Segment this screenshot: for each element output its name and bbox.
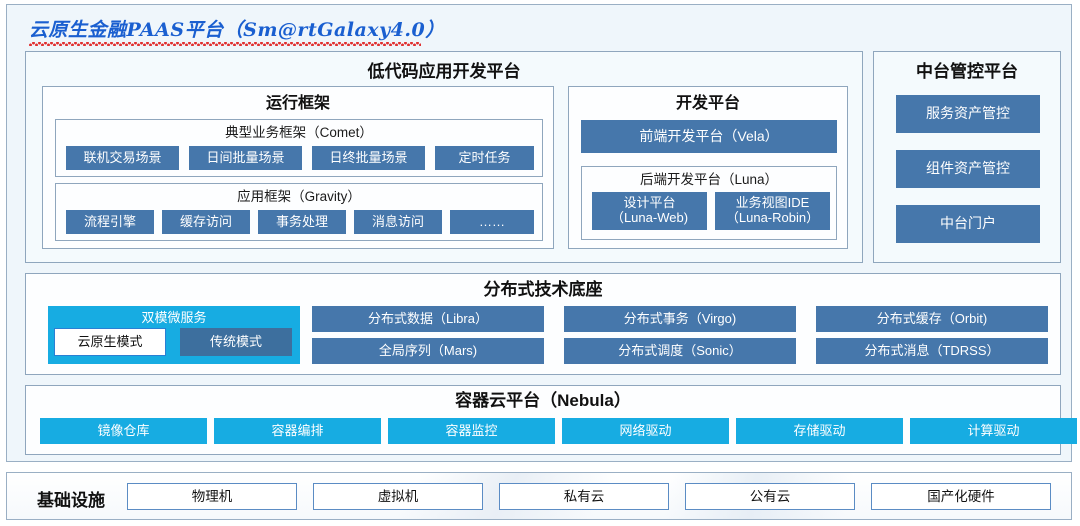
backend-luna-heading: 后端开发平台（Luna） — [639, 172, 779, 187]
chip-compute-driver[interactable]: 计算驱动 — [910, 418, 1077, 444]
chip-network-driver[interactable]: 网络驱动 — [562, 418, 729, 444]
chip-virtual-machine[interactable]: 虚拟机 — [313, 483, 483, 510]
distributed-tech-base-panel: 分布式技术底座 双模微服务 云原生模式 传统模式 分布式数据（Libra） 分布… — [25, 273, 1061, 375]
comet-framework-heading: 典型业务框架（Comet） — [225, 125, 373, 140]
lowcode-platform-heading: 低代码应用开发平台 — [367, 62, 521, 81]
platform-outer-frame: 云原生金融PAAS平台（Sm@rtGalaxy4.0） 低代码应用开发平台 运行… — [6, 4, 1077, 462]
container-cloud-heading: 容器云平台（Nebula） — [455, 391, 631, 410]
chip-cloud-native-mode[interactable]: 云原生模式 — [54, 328, 166, 356]
infrastructure-label: 基础设施 — [37, 491, 105, 510]
runtime-framework-panel: 运行框架 典型业务框架（Comet） 联机交易场景 日间批量场景 日终批量场景 … — [42, 86, 554, 249]
container-cloud-platform-panel: 容器云平台（Nebula） 镜像仓库 容器编排 容器监控 网络驱动 存储驱动 计… — [25, 385, 1077, 455]
chip-frontend-dev-platform-vela[interactable]: 前端开发平台（Vela） — [581, 120, 837, 153]
chip-distributed-cache-orbit[interactable]: 分布式缓存（Orbit) — [816, 306, 1048, 332]
chip-more-ellipsis[interactable]: …… — [450, 210, 534, 234]
gravity-framework-heading: 应用框架（Gravity） — [237, 189, 361, 204]
chip-distributed-message-tdrss[interactable]: 分布式消息（TDRSS） — [816, 338, 1048, 364]
spellcheck-squiggle-underline — [29, 42, 421, 46]
chip-transaction-processing[interactable]: 事务处理 — [258, 210, 346, 234]
chip-global-sequence-mars[interactable]: 全局序列（Mars) — [312, 338, 544, 364]
chip-message-access[interactable]: 消息访问 — [354, 210, 442, 234]
dual-mode-microservice-block: 双模微服务 云原生模式 传统模式 — [48, 306, 300, 364]
chip-private-cloud[interactable]: 私有云 — [499, 483, 669, 510]
chip-cache-access[interactable]: 缓存访问 — [162, 210, 250, 234]
chip-service-asset-control[interactable]: 服务资产管控 — [896, 95, 1040, 133]
chip-distributed-transaction-virgo[interactable]: 分布式事务（Virgo) — [564, 306, 796, 332]
middle-platform-heading: 中台管控平台 — [916, 62, 1018, 81]
development-platform-heading: 开发平台 — [675, 95, 740, 112]
chip-container-monitoring[interactable]: 容器监控 — [388, 418, 555, 444]
chip-daytime-batch[interactable]: 日间批量场景 — [189, 146, 302, 170]
chip-physical-machine[interactable]: 物理机 — [127, 483, 297, 510]
chip-business-view-ide-luna-robin[interactable]: 业务视图IDE （Luna-Robin） — [715, 192, 830, 230]
runtime-framework-heading: 运行框架 — [265, 95, 330, 112]
chip-public-cloud[interactable]: 公有云 — [685, 483, 855, 510]
page-title-text: 云原生金融PAAS平台（Sm@rtGalaxy4.0） — [29, 19, 445, 41]
chip-container-orchestration[interactable]: 容器编排 — [214, 418, 381, 444]
chip-design-platform-luna-web[interactable]: 设计平台 （Luna-Web) — [592, 192, 707, 230]
chip-component-asset-control[interactable]: 组件资产管控 — [896, 150, 1040, 188]
chip-middle-platform-portal[interactable]: 中台门户 — [896, 205, 1040, 243]
dual-mode-microservice-label: 双模微服务 — [141, 310, 207, 325]
chip-eod-batch[interactable]: 日终批量场景 — [312, 146, 425, 170]
chip-traditional-mode[interactable]: 传统模式 — [180, 328, 292, 356]
infrastructure-bar: 基础设施 物理机 虚拟机 私有云 公有云 国产化硬件 — [6, 472, 1072, 520]
distributed-tech-base-heading: 分布式技术底座 — [483, 280, 603, 299]
chip-domestic-hardware[interactable]: 国产化硬件 — [871, 483, 1051, 510]
chip-scheduled-task[interactable]: 定时任务 — [435, 146, 534, 170]
gravity-framework-panel: 应用框架（Gravity） 流程引擎 缓存访问 事务处理 消息访问 …… — [55, 183, 543, 241]
chip-distributed-data-libra[interactable]: 分布式数据（Libra） — [312, 306, 544, 332]
page-title: 云原生金融PAAS平台（Sm@rtGalaxy4.0） — [29, 15, 445, 46]
development-platform-panel: 开发平台 前端开发平台（Vela） 后端开发平台（Luna） 设计平台 （Lun… — [568, 86, 848, 249]
chip-online-transaction[interactable]: 联机交易场景 — [66, 146, 179, 170]
chip-distributed-scheduling-sonic[interactable]: 分布式调度（Sonic） — [564, 338, 796, 364]
lowcode-platform-panel: 低代码应用开发平台 运行框架 典型业务框架（Comet） 联机交易场景 日间批量… — [25, 51, 863, 263]
chip-process-engine[interactable]: 流程引擎 — [66, 210, 154, 234]
comet-framework-panel: 典型业务框架（Comet） 联机交易场景 日间批量场景 日终批量场景 定时任务 — [55, 119, 543, 177]
middle-platform-control-panel: 中台管控平台 服务资产管控 组件资产管控 中台门户 — [873, 51, 1061, 263]
chip-image-registry[interactable]: 镜像仓库 — [40, 418, 207, 444]
backend-luna-panel: 后端开发平台（Luna） 设计平台 （Luna-Web) 业务视图IDE （Lu… — [581, 166, 837, 240]
chip-storage-driver[interactable]: 存储驱动 — [736, 418, 903, 444]
